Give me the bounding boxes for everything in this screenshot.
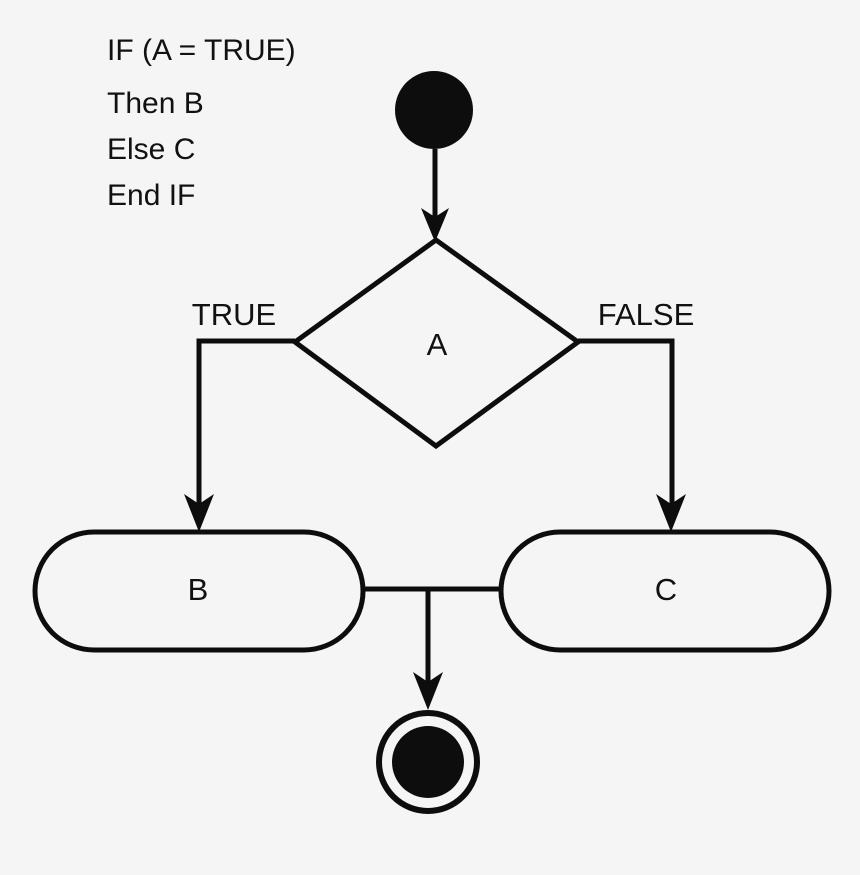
decision-node-a[interactable]: A (290, 236, 583, 450)
edge-decision-true: TRUE (184, 297, 295, 532)
arrowhead-icon-into-end (413, 672, 443, 710)
edge-decision-false: FALSE (578, 297, 694, 532)
edge-false-polyline (578, 338, 675, 512)
guard-label-true: TRUE (192, 297, 276, 332)
arrowhead-icon-into-decision (421, 208, 449, 242)
arrowhead-icon-into-b (184, 494, 214, 532)
pseudocode-line-3: Else C (107, 133, 195, 166)
decision-diamond-shape (290, 236, 583, 450)
start-node[interactable] (395, 71, 473, 149)
decision-node-label: A (427, 327, 448, 362)
edge-true-polyline (196, 338, 295, 512)
end-node[interactable] (376, 710, 480, 814)
edge-merge-to-end (363, 586, 501, 710)
pseudocode-line-1: IF (A = TRUE) (107, 34, 296, 67)
action-c-label: C (655, 572, 677, 607)
edge-start-to-decision (421, 149, 449, 242)
arrowhead-icon-into-c (656, 494, 686, 532)
pseudocode-line-4: End IF (107, 179, 195, 212)
initial-node-circle-icon (395, 71, 473, 149)
final-node-inner-circle-icon (392, 726, 464, 798)
action-node-c[interactable]: C (498, 529, 832, 653)
action-node-b[interactable]: B (32, 529, 366, 653)
pseudocode-block: IF (A = TRUE) Then B Else C End IF (107, 34, 296, 212)
action-b-label: B (188, 572, 209, 607)
pseudocode-line-2: Then B (107, 87, 204, 120)
final-node-outer-ring-icon (376, 710, 480, 814)
guard-label-false: FALSE (598, 297, 695, 332)
